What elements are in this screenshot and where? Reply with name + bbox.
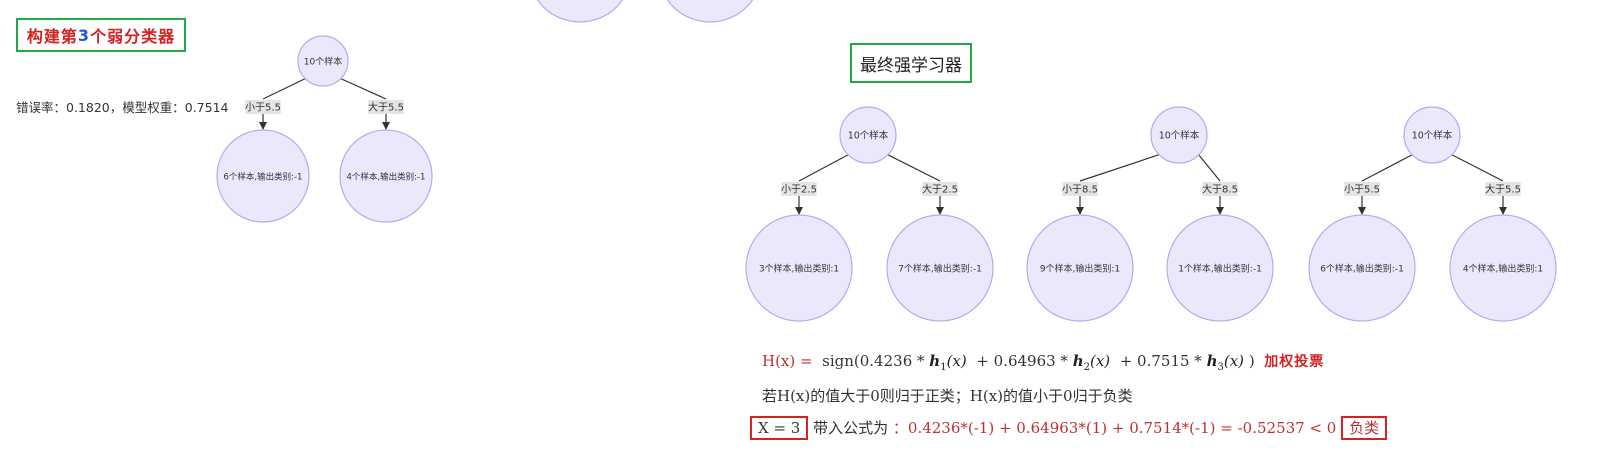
formula-plus1: + 0.64963 * [976, 352, 1068, 370]
example-input: X = 3 [750, 416, 809, 440]
strong-tree-1-right-edge-line [887, 154, 941, 182]
strong-tree-3-left-edge-label: 小于5.5 [1344, 184, 1380, 196]
weak3-tree-left-edge-label-bg [245, 100, 281, 114]
strong-tree-1-root-label: 10个样本 [848, 130, 889, 142]
strong-tree-1-left-edge-label: 小于2.5 [781, 184, 817, 196]
title-number: 3 [77, 25, 91, 45]
strong-tree-2-left-leaf-circle [1026, 214, 1134, 322]
weak3-tree-right-edge-label-bg [368, 100, 404, 114]
strong-learner-title: 最终强学习器 [850, 43, 972, 83]
weak3-tree-root-label: 10个样本 [304, 56, 342, 68]
weak3-tree-right-leaf-label: 4个样本,输出类别:-1 [347, 172, 426, 183]
weak3-tree-left-leaf-circle [216, 129, 310, 223]
weak3-tree-root-circle [297, 35, 349, 87]
strong-tree-1-right-leaf-label: 7个样本,输出类别:-1 [898, 263, 982, 275]
h3-arg: (x) [1223, 352, 1245, 370]
strong-tree-3-right-leaf-label: 4个样本,输出类别:1 [1463, 263, 1543, 275]
strong-tree-2-right-edge-label-bg [1202, 182, 1238, 196]
strong-tree-3-root-label: 10个样本 [1412, 130, 1453, 142]
strong-tree-3-left-edge-label-bg [1344, 182, 1380, 196]
strong-tree-3-right-edge-label: 大于5.5 [1485, 183, 1521, 196]
error-rate-text: 错误率：0.1820，模型权重：0.7514 [16, 100, 229, 115]
weak3-tree-left-leaf-label: 6个样本,输出类别:-1 [224, 172, 303, 183]
rule-text: 若H(x)的值大于0则归于正类；H(x)的值小于0归于负类 [762, 387, 1133, 405]
strong-tree-1-right-leaf-circle [886, 214, 994, 322]
formula-close: ) [1248, 352, 1255, 370]
strong-tree-1-root-circle [839, 106, 897, 164]
formula-lhs: H(x) = [762, 352, 813, 370]
h2-symbol: h [1072, 352, 1084, 370]
h2-arg: (x) [1090, 352, 1111, 370]
example-line: X = 3 带入公式为 ：0.4236*(-1) + 0.64963*(1) +… [750, 416, 1388, 440]
strong-tree-1-right-edge-label-bg [922, 182, 958, 196]
strong-tree-2-root-circle [1150, 106, 1208, 164]
weak3-tree-right-edge-line [340, 77, 387, 100]
formula-line: H(x) = sign(0.4236 * h1(x) + 0.64963 * h… [762, 351, 1324, 373]
h1-sub: 1 [940, 362, 947, 373]
strong-tree-3-left-leaf-label: 6个样本,输出类别:-1 [1320, 263, 1404, 275]
strong-tree-3-left-edge-line [1361, 154, 1413, 182]
example-label: 带入公式为 [813, 419, 889, 437]
title-prefix: 构建第 [26, 27, 78, 46]
strong-tree-1-left-leaf-label: 3个样本,输出类别:1 [759, 263, 839, 275]
formula-plus2: + 0.7515 * [1119, 352, 1202, 370]
strong-tree-2-right-edge-label: 大于8.5 [1202, 183, 1238, 196]
weak3-tree-left-edge-line [262, 77, 306, 100]
h2-sub: 2 [1083, 362, 1090, 373]
strong-tree-2-left-edge-line [1079, 154, 1160, 182]
weak3-tree-right-leaf-circle [339, 129, 433, 223]
strong-tree-1-left-leaf-circle [745, 214, 853, 322]
strong-tree-2-right-edge-line [1198, 154, 1221, 182]
cropped-node-0 [536, 0, 624, 23]
strong-tree-3-root-circle [1403, 106, 1461, 164]
h3-symbol: h [1206, 352, 1218, 370]
weak3-tree-left-edge-label: 小于5.5 [245, 102, 281, 114]
strong-tree-1-left-edge-line [798, 154, 849, 182]
strong-tree-3-right-edge-label-bg [1485, 182, 1521, 196]
strong-tree-1-right-edge-label: 大于2.5 [922, 183, 958, 196]
title-suffix: 个弱分类器 [90, 27, 176, 46]
strong-tree-2-root-label: 10个样本 [1159, 130, 1200, 142]
formula-sign-open: sign(0.4236 * [822, 352, 925, 370]
example-result: 负类 [1341, 416, 1388, 440]
strong-tree-2-left-edge-label: 小于8.5 [1062, 184, 1098, 196]
weighted-vote-label: 加权投票 [1264, 354, 1325, 370]
example-calc: ：0.4236*(-1) + 0.64963*(1) + 0.7514*(-1)… [892, 419, 1337, 437]
strong-tree-2-left-leaf-label: 9个样本,输出类别:1 [1040, 263, 1120, 275]
h1-arg: (x) [946, 352, 967, 370]
strong-tree-3-left-leaf-circle [1308, 214, 1416, 322]
cropped-node-1 [666, 0, 754, 23]
strong-tree-1-left-edge-label-bg [781, 182, 817, 196]
strong-tree-3-right-leaf-circle [1449, 214, 1557, 322]
h3-sub: 3 [1217, 362, 1224, 373]
strong-tree-3-right-edge-line [1451, 154, 1504, 182]
strong-tree-2-right-leaf-circle [1166, 214, 1274, 322]
strong-tree-2-right-leaf-label: 1个样本,输出类别:-1 [1178, 263, 1262, 275]
strong-tree-2-left-edge-label-bg [1062, 182, 1098, 196]
h1-symbol: h [929, 352, 941, 370]
weak3-tree-right-edge-label: 大于5.5 [368, 101, 404, 114]
